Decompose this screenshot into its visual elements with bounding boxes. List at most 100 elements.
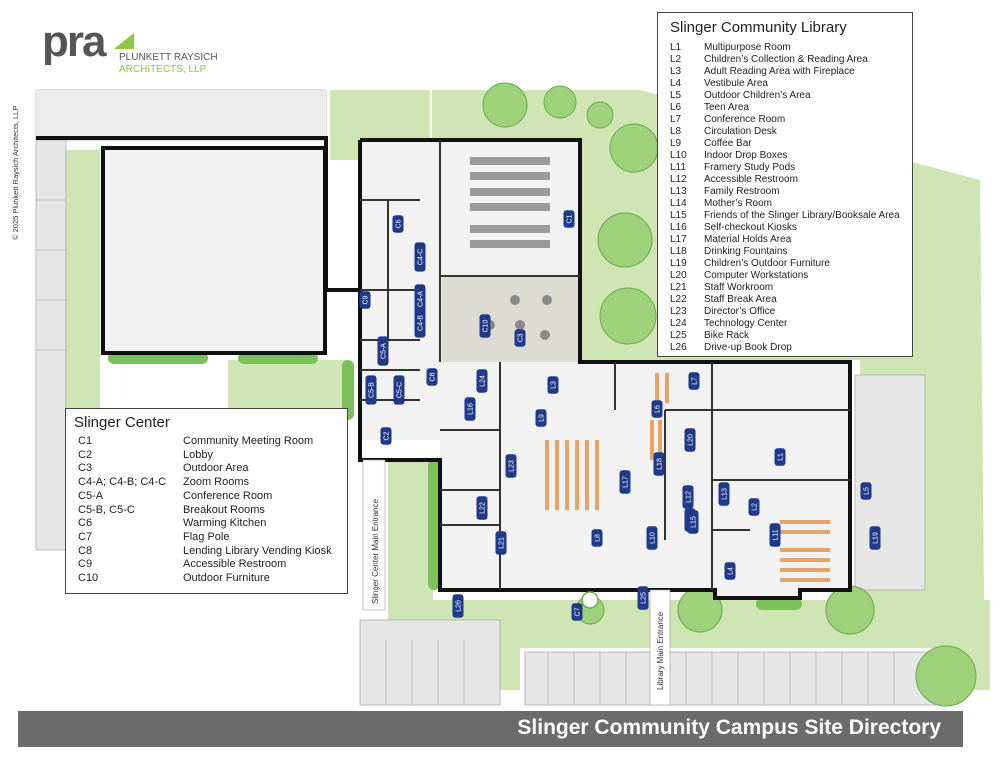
badge-label: C4-C [418,249,425,265]
badge-c4-c: C4-C [414,242,426,272]
badge-l3: L3 [547,376,559,394]
legend-code: L16 [670,222,687,233]
legend-code: C2 [78,448,93,461]
legend-row: L3 Adult Reading Area with Fireplace [670,66,900,78]
badge-l11: L11 [769,523,781,547]
legend-name: Family Restroom [704,186,780,197]
legend-name: Indoor Drop Boxes [704,150,788,161]
book-shelves [545,373,830,582]
badge-label: L26 [456,600,463,612]
legend-code: L9 [670,138,682,149]
legend-code: L17 [670,234,687,245]
legend-name: Conference Room [183,489,273,502]
badge-label: L23 [509,460,516,472]
badge-label: C8 [430,372,437,381]
legend-code: C10 [78,572,99,585]
legend-code: L5 [670,90,682,101]
badge-shape [619,470,631,494]
badge-l13: L13 [718,482,730,506]
badge-label: L7 [692,377,699,385]
library-legend-title: Slinger Community Library [670,19,847,36]
badge-label: L22 [480,502,487,514]
badge-shape [414,242,426,272]
badge-shape [724,562,736,580]
badge-l1: L1 [774,448,786,466]
legend-code: L4 [670,78,682,89]
banner-title: Slinger Community Campus Site Directory [517,716,941,739]
badge-shape [571,603,583,621]
badge-c7: C7 [571,603,583,621]
legend-code: L6 [670,102,682,113]
legend-code: L3 [670,66,682,77]
legend-name: Adult Reading Area with Fireplace [704,66,855,77]
badge-l25: L25 [637,586,649,610]
badge-c9: C9 [359,291,371,309]
legend-name: Accessible Restroom [183,558,287,571]
badge-l4: L4 [724,562,736,580]
legend-name: Coffee Bar [704,138,752,149]
badge-shape [452,594,464,618]
legend-code: L24 [670,318,687,329]
badge-shape [637,586,649,610]
badge-label: L2 [752,503,759,511]
badge-c4-b: C4-B [414,308,426,338]
badge-shape [769,523,781,547]
badge-shape [748,498,760,516]
legend-name: Staff Break Area [704,294,777,305]
legend-name: Computer Workstations [704,270,809,281]
badge-c5-c: C5-C [393,375,405,405]
badge-label: C9 [363,295,370,304]
badge-label: L24 [480,375,487,387]
badge-shape [684,428,696,452]
badge-shape [476,496,488,520]
legend-code: L12 [670,174,687,185]
badge-shape [653,452,665,476]
legend-name: Children’s Collection & Reading Area [704,54,868,65]
logo-firm-name: PLUNKETT RAYSICH [119,52,218,63]
legend-name: Self-checkout Kiosks [704,222,797,233]
badge-l17: L17 [619,470,631,494]
badge-c3: C3 [514,329,526,347]
badge-label: L13 [722,488,729,500]
badge-shape [392,215,404,233]
parking-stripes [36,199,895,705]
badge-label: L4 [728,567,735,575]
badge-shape [359,291,371,309]
legend-code: L25 [670,330,687,341]
legend-name: Drinking Fountains [704,246,788,257]
legend-name: Multipurpose Room [704,42,791,53]
badge-label: C6 [396,219,403,228]
badge-label: L12 [686,491,693,503]
legend-code: L26 [670,342,687,353]
center-lot-building [36,90,326,138]
legend-code: L11 [670,162,686,173]
badge-shape [380,427,392,445]
badge-shape [688,372,700,390]
badge-label: L21 [499,537,506,549]
legend-code: L13 [670,186,687,197]
badge-label: L9 [539,414,546,422]
legend-name: Material Holds Area [704,234,792,245]
badge-label: L10 [650,532,657,544]
badge-shape [535,409,547,427]
logo-triangle-icon [114,33,134,49]
badge-label: L19 [873,532,880,544]
badge-label: C5-B [369,382,376,398]
badge-shape [365,375,377,405]
badge-label: C1 [567,214,574,223]
